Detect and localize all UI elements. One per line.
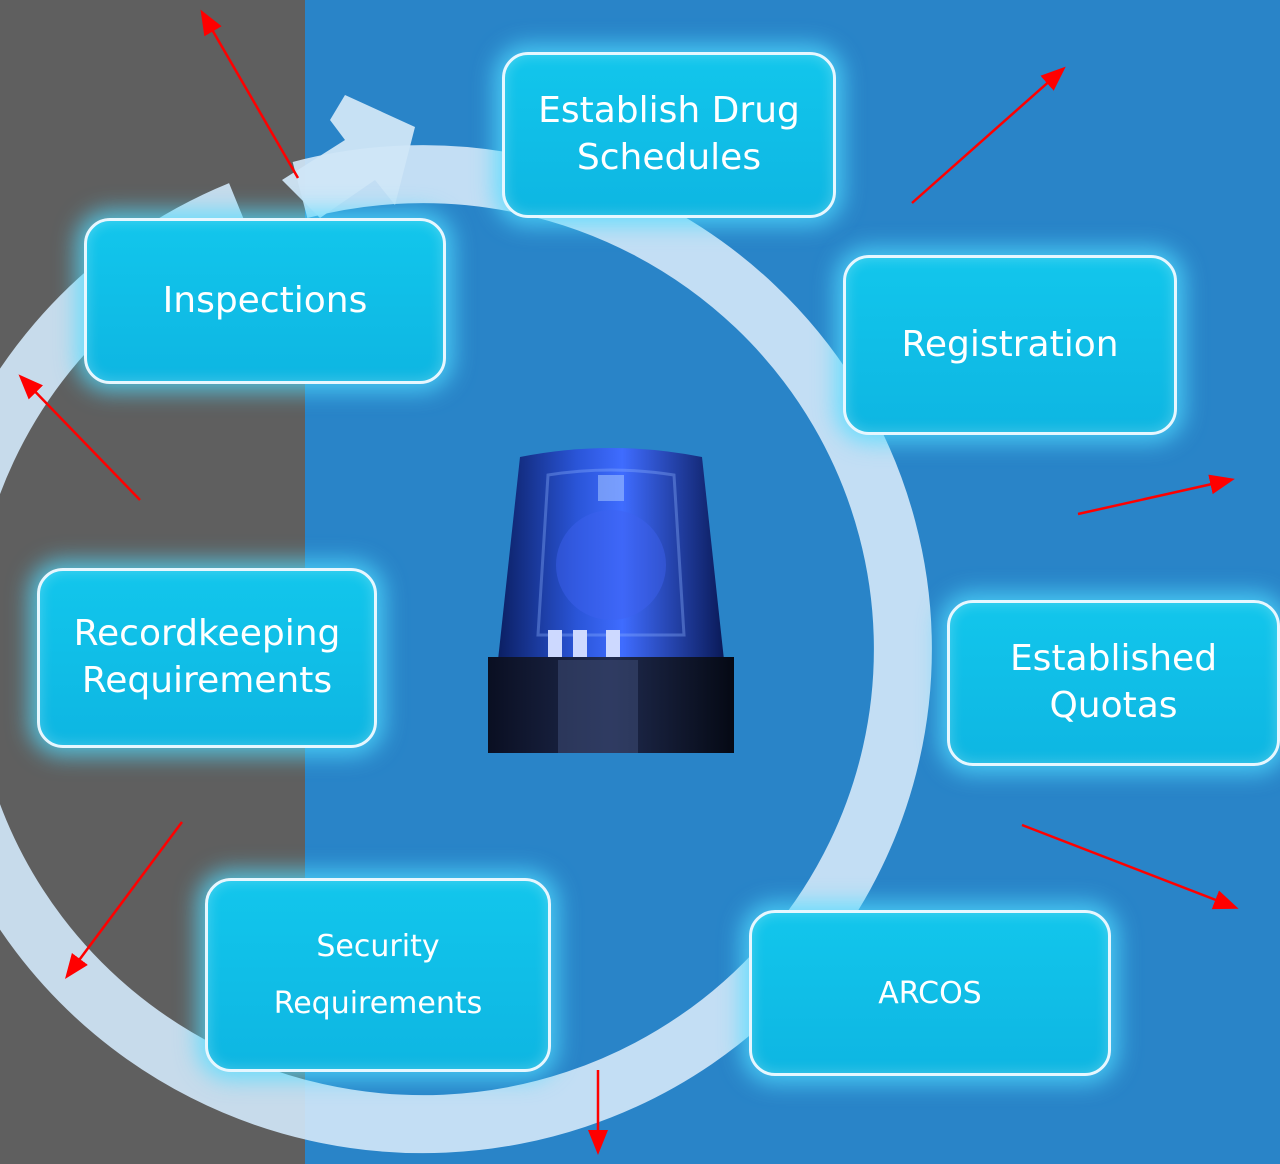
node-label: Established Quotas	[1009, 638, 1218, 726]
node-registration: Registration	[843, 255, 1177, 435]
node-label: Security Requirements	[273, 929, 483, 1021]
node-security-requirements: Security Requirements	[205, 878, 551, 1072]
node-establish-drug-schedules: Establish Drug Schedules	[502, 52, 836, 218]
cycle-ring	[0, 145, 932, 1154]
pointer-arrows	[18, 9, 1239, 1155]
node-label: Recordkeeping Requirements	[73, 613, 341, 701]
node-inspections: Inspections	[84, 218, 446, 384]
pointer-arrow	[200, 9, 300, 179]
node-label: ARCOS	[878, 975, 982, 1011]
node-label: Establish Drug Schedules	[538, 90, 800, 178]
node-label: Registration	[901, 323, 1119, 365]
node-recordkeeping-requirements: Recordkeeping Requirements	[37, 568, 377, 748]
pointer-arrow	[65, 821, 184, 980]
pointer-arrow	[911, 66, 1066, 204]
node-label: Inspections	[162, 279, 368, 321]
pointer-arrow	[18, 374, 141, 501]
pointer-arrow	[1021, 823, 1239, 910]
node-arcos: ARCOS	[749, 910, 1111, 1076]
cycle-arrowhead	[282, 95, 415, 218]
node-established-quotas: Established Quotas	[947, 600, 1280, 766]
pointer-arrow	[1077, 474, 1235, 516]
rotating-beacon-light	[488, 448, 734, 753]
